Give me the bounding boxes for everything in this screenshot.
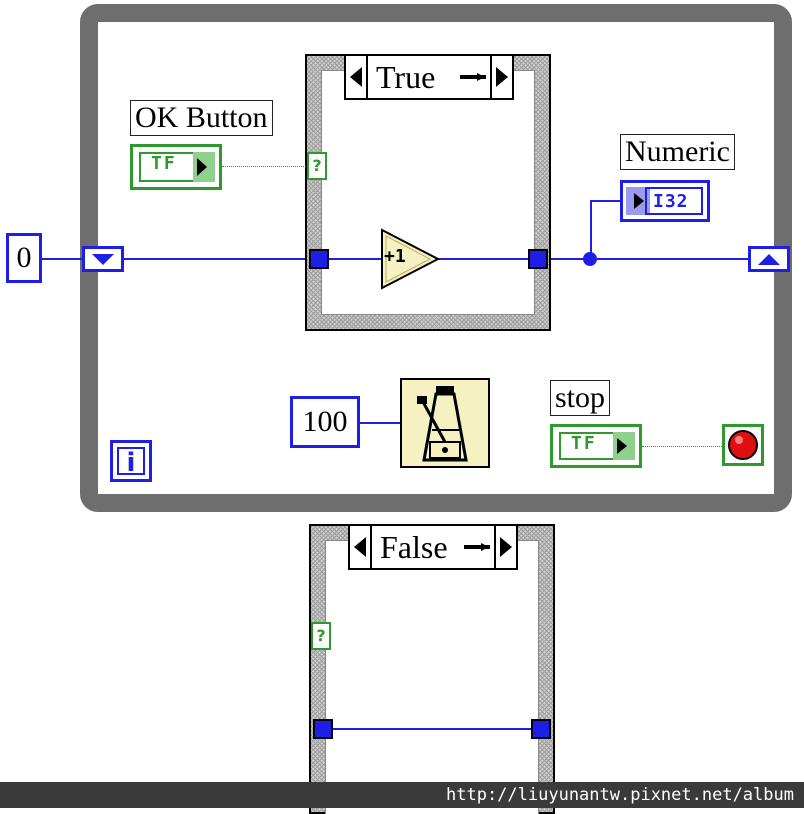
initial-constant[interactable]: 0 — [6, 233, 42, 283]
case-structure-false[interactable] — [309, 524, 555, 814]
wait-ms-function[interactable] — [400, 378, 490, 468]
increment-label: +1 — [384, 246, 406, 267]
wire-passthrough-false — [333, 728, 531, 730]
prev-case-arrow[interactable] — [346, 56, 368, 98]
shift-register-right[interactable] — [748, 246, 790, 272]
input-tunnel-false[interactable] — [313, 719, 333, 739]
wire-inside-true-a — [329, 258, 383, 260]
wire-ok-button — [222, 166, 308, 167]
case-dropdown[interactable] — [456, 72, 490, 82]
numeric-indicator[interactable]: I32 — [620, 180, 710, 222]
case-selector-true[interactable]: True — [344, 54, 514, 100]
wire-inside-true-b — [436, 258, 528, 260]
dropdown-icon — [464, 543, 490, 551]
case-selector-terminal-true[interactable]: ? — [307, 152, 327, 180]
wire-branch-up — [590, 200, 592, 260]
wait-constant[interactable]: 100 — [290, 396, 360, 448]
dropdown-icon — [460, 73, 486, 81]
right-arrow-icon — [500, 537, 512, 557]
right-arrow-icon — [496, 67, 508, 87]
iteration-terminal-text: i — [117, 447, 145, 477]
next-case-arrow[interactable] — [494, 526, 516, 568]
case-dropdown[interactable] — [460, 542, 494, 552]
case-selector-label: False — [380, 529, 448, 565]
case-false-diagram — [325, 540, 539, 814]
ok-button-terminal[interactable]: TF — [130, 144, 222, 190]
wire-case-to-shift — [550, 258, 750, 260]
footer-url[interactable]: http://liuyunantw.pixnet.net/album — [446, 785, 794, 805]
output-tunnel-true[interactable] — [528, 249, 548, 269]
iteration-terminal[interactable]: i — [110, 440, 152, 482]
prev-case-arrow[interactable] — [350, 526, 372, 568]
output-tunnel-false[interactable] — [531, 719, 551, 739]
terminal-arrow-icon — [197, 158, 207, 176]
case-true-diagram — [321, 70, 535, 315]
wire-initial — [42, 258, 84, 260]
case-selector-false[interactable]: False — [348, 524, 518, 570]
input-tunnel-true[interactable] — [309, 249, 329, 269]
terminal-arrow-icon — [634, 193, 644, 209]
stop-sign-icon — [728, 430, 758, 460]
down-arrow-icon — [92, 254, 114, 265]
case-selector-label: True — [376, 59, 436, 95]
numeric-indicator-text: I32 — [645, 187, 703, 215]
footer-bar — [0, 782, 804, 808]
stop-terminal[interactable]: TF — [550, 424, 642, 468]
ok-button-label: OK Button — [130, 100, 273, 136]
left-arrow-icon — [350, 67, 362, 87]
case-selector-terminal-false[interactable]: ? — [311, 622, 331, 650]
next-case-arrow[interactable] — [490, 56, 512, 98]
ok-button-terminal-arrow — [193, 152, 215, 182]
terminal-arrow-icon — [617, 438, 627, 454]
stop-label: stop — [550, 380, 611, 416]
up-arrow-icon — [758, 254, 780, 265]
wire-junction — [583, 252, 597, 266]
wire-shift-to-case — [124, 258, 310, 260]
wire-branch-numeric — [590, 200, 624, 202]
wire-stop — [642, 446, 722, 447]
case-structure-true[interactable] — [305, 54, 551, 331]
metronome-icon — [417, 386, 468, 462]
wire-wait — [360, 422, 402, 424]
loop-condition-terminal[interactable] — [722, 424, 764, 466]
left-arrow-icon — [354, 537, 366, 557]
shift-register-left[interactable] — [82, 246, 124, 272]
increment-node[interactable] — [380, 228, 442, 292]
numeric-label: Numeric — [620, 134, 735, 170]
stop-terminal-arrow — [613, 432, 635, 460]
